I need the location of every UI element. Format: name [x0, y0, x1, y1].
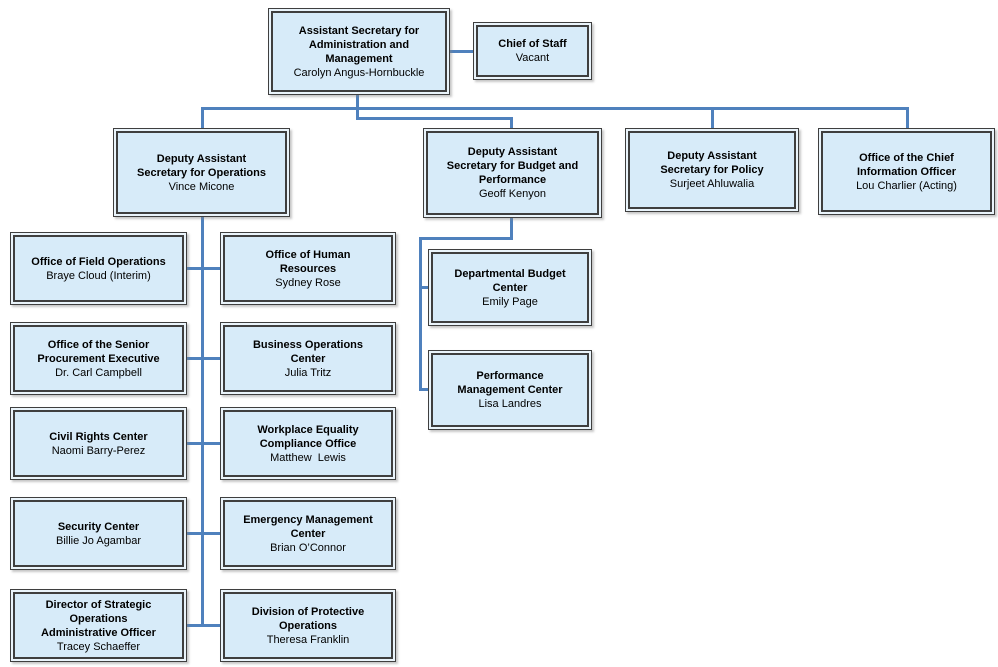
org-node-title: Deputy Assistant Secretary for Budget an…	[446, 146, 579, 186]
org-node-deputy-budget-box: Deputy Assistant Secretary for Budget an…	[426, 131, 599, 215]
connector-budget-child-2	[419, 388, 431, 391]
org-node-ocio-box: Office of the Chief Information Officer …	[821, 131, 992, 212]
org-node-deputy-operations: Deputy Assistant Secretary for Operation…	[113, 128, 290, 217]
org-node-field-operations: Office of Field Operations Braye Cloud (…	[10, 232, 187, 305]
connector-asam-chief	[450, 50, 475, 53]
org-node-performance-management: Performance Management Center Lisa Landr…	[428, 350, 592, 430]
connector-drop-ocio	[906, 108, 909, 128]
org-node-person: Surjeet Ahluwalia	[669, 178, 755, 190]
org-node-assistant-secretary-box: Assistant Secretary for Administration a…	[271, 11, 447, 92]
org-node-performance-management-box: Performance Management Center Lisa Landr…	[431, 353, 589, 427]
org-node-protective-operations-box: Division of Protective Operations Theres…	[223, 592, 393, 659]
org-node-person: Lou Charlier (Acting)	[856, 179, 957, 192]
org-node-assistant-secretary: Assistant Secretary for Administration a…	[268, 8, 450, 95]
org-node-person: Dr. Carl Campbell	[55, 366, 142, 379]
connector-operations-row-5	[187, 624, 220, 627]
org-node-senior-procurement-box: Office of the Senior Procurement Executi…	[13, 325, 184, 392]
org-node-field-operations-box: Office of Field Operations Braye Cloud (…	[13, 235, 184, 302]
org-node-ocio: Office of the Chief Information Officer …	[818, 128, 995, 215]
connector-operations-row-2	[187, 357, 220, 360]
org-node-title: Departmental Budget Center	[454, 267, 566, 294]
connector-budget-trunk-across	[419, 237, 513, 240]
org-node-deputy-operations-box: Deputy Assistant Secretary for Operation…	[116, 131, 287, 214]
org-node-chief-of-staff: Chief of Staff Vacant	[473, 22, 592, 80]
connector-operations-row-3	[187, 442, 220, 445]
org-node-strategic-operations: Director of Strategic Operations Adminis…	[10, 589, 187, 662]
org-node-title: Director of Strategic Operations Adminis…	[41, 598, 156, 639]
org-node-person: Vince Micone	[168, 180, 235, 193]
org-node-title: Security Center	[57, 520, 140, 533]
connector-budget-trunk-left	[419, 237, 422, 391]
org-node-title: Office of Field Operations	[31, 255, 166, 268]
connector-budget-trunk-down	[510, 218, 513, 240]
org-node-title: Office of Human Resources	[265, 248, 351, 275]
org-node-business-operations-box: Business Operations Center Julia Tritz	[223, 325, 393, 392]
org-node-protective-operations: Division of Protective Operations Theres…	[220, 589, 396, 662]
org-node-chief-of-staff-box: Chief of Staff Vacant	[476, 25, 589, 77]
org-node-person: Carolyn Angus-Hornbuckle	[293, 66, 425, 79]
org-node-workplace-equality: Workplace Equality Compliance Office Mat…	[220, 407, 396, 480]
connector-level2-bus	[201, 107, 909, 110]
org-node-person: Sydney Rose	[275, 276, 341, 289]
org-node-business-operations: Business Operations Center Julia Tritz	[220, 322, 396, 395]
org-node-person: Brian O’Connor	[270, 541, 346, 554]
org-node-emergency-management: Emergency Management Center Brian O’Conn…	[220, 497, 396, 570]
org-node-civil-rights: Civil Rights Center Naomi Barry-Perez	[10, 407, 187, 480]
org-node-workplace-equality-box: Workplace Equality Compliance Office Mat…	[223, 410, 393, 477]
org-node-title: Performance Management Center	[457, 370, 563, 396]
org-node-title: Division of Protective Operations	[251, 605, 365, 632]
org-node-human-resources: Office of Human Resources Sydney Rose	[220, 232, 396, 305]
org-node-civil-rights-box: Civil Rights Center Naomi Barry-Perez	[13, 410, 184, 477]
org-node-title: Office of the Chief Information Officer	[856, 151, 956, 178]
org-node-strategic-operations-box: Director of Strategic Operations Adminis…	[13, 592, 184, 659]
org-node-person: Theresa Franklin	[266, 633, 350, 646]
connector-drop-operations	[201, 108, 204, 128]
org-node-title: Chief of Staff	[498, 38, 567, 50]
org-node-security-center: Security Center Billie Jo Agambar	[10, 497, 187, 570]
org-node-emergency-management-box: Emergency Management Center Brian O’Conn…	[223, 500, 393, 567]
org-node-title: Emergency Management Center	[243, 513, 373, 540]
org-node-senior-procurement: Office of the Senior Procurement Executi…	[10, 322, 187, 395]
org-node-departmental-budget-box: Departmental Budget Center Emily Page	[431, 252, 589, 323]
org-node-person: Vacant	[515, 52, 550, 64]
org-node-person: Braye Cloud (Interim)	[46, 269, 151, 282]
org-node-title: Business Operations Center	[252, 338, 364, 365]
org-node-person: Julia Tritz	[284, 366, 332, 379]
org-node-title: Civil Rights Center	[49, 430, 148, 443]
org-node-departmental-budget: Departmental Budget Center Emily Page	[428, 249, 592, 326]
org-node-person: Matthew Lewis	[270, 451, 346, 464]
org-node-deputy-policy: Deputy Assistant Secretary for Policy Su…	[625, 128, 799, 212]
org-node-deputy-policy-box: Deputy Assistant Secretary for Policy Su…	[628, 131, 796, 209]
org-node-person: Naomi Barry-Perez	[51, 444, 146, 457]
org-node-title: Workplace Equality Compliance Office	[257, 423, 359, 450]
org-node-title: Office of the Senior Procurement Executi…	[37, 338, 160, 365]
connector-drop-policy	[711, 108, 714, 128]
connector-budget-child-1	[419, 286, 431, 289]
org-node-title: Deputy Assistant Secretary for Policy	[660, 150, 764, 176]
org-node-person: Tracey Schaeffer	[56, 640, 141, 653]
org-node-security-center-box: Security Center Billie Jo Agambar	[13, 500, 184, 567]
org-node-person: Lisa Landres	[478, 398, 542, 410]
org-node-human-resources-box: Office of Human Resources Sydney Rose	[223, 235, 393, 302]
org-node-person: Billie Jo Agambar	[56, 534, 141, 547]
connector-operations-trunk	[201, 216, 204, 627]
connector-drop-budget	[510, 118, 513, 128]
org-node-title: Assistant Secretary for Administration a…	[298, 24, 420, 65]
org-node-title: Deputy Assistant Secretary for Operation…	[137, 152, 266, 179]
connector-operations-row-1	[187, 267, 220, 270]
connector-operations-row-4	[187, 532, 220, 535]
org-node-person: Geoff Kenyon	[478, 188, 547, 200]
org-node-deputy-budget: Deputy Assistant Secretary for Budget an…	[423, 128, 602, 218]
connector-budget-jog	[356, 117, 513, 120]
org-node-person: Emily Page	[482, 295, 538, 308]
